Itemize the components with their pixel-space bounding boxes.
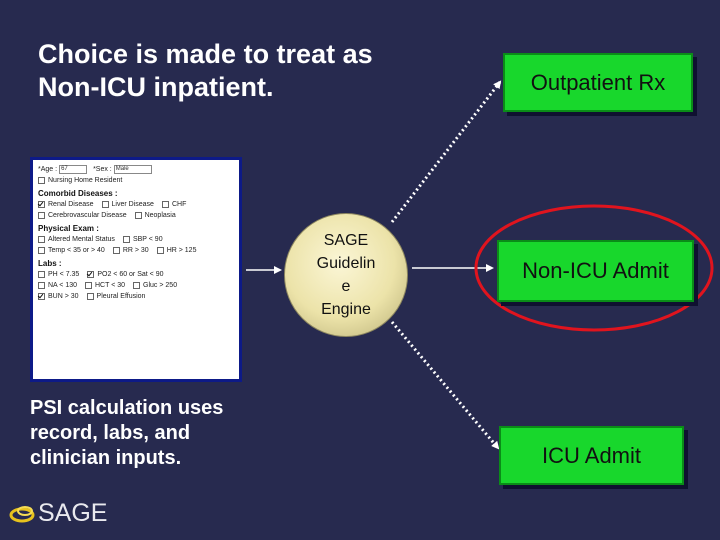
po2-checkbox[interactable] bbox=[87, 271, 95, 278]
outpatient-rx-box: Outpatient Rx bbox=[503, 53, 693, 112]
psi-caption: PSI calculation uses record, labs, and c… bbox=[30, 397, 224, 469]
rr-label: RR > 30 bbox=[122, 246, 149, 254]
sex-select[interactable]: Male bbox=[113, 165, 152, 174]
cerebro-checkbox[interactable] bbox=[38, 212, 45, 219]
pleural-checkbox[interactable] bbox=[86, 293, 94, 300]
selection-highlight-ring bbox=[474, 204, 714, 332]
chf-label: CHF bbox=[171, 200, 187, 208]
labs-row-3: BUN > 30 Pleural Effusion bbox=[38, 291, 234, 302]
exam-row-1: Altered Mental Status SBP < 90 bbox=[38, 234, 234, 245]
age-field[interactable]: 67 bbox=[59, 165, 88, 174]
ph-label: PH < 7.35 bbox=[48, 270, 80, 278]
neoplasia-label: Neoplasia bbox=[144, 211, 176, 219]
temp-checkbox[interactable] bbox=[38, 247, 45, 254]
labs-row-1: PH < 7.35 PO2 < 60 or Sat < 90 bbox=[38, 269, 234, 280]
outpatient-rx-label: Outpatient Rx bbox=[530, 69, 666, 95]
sage-swirl-icon bbox=[9, 506, 35, 523]
po2-label: PO2 < 60 or Sat < 90 bbox=[97, 270, 164, 278]
na-label: NA < 130 bbox=[48, 281, 77, 289]
age-label: *Age : bbox=[38, 165, 58, 173]
temp-label: Temp < 35 or > 40 bbox=[48, 246, 105, 254]
slide-title: Choice is made to treat as Non-ICU inpat… bbox=[38, 39, 373, 102]
liver-checkbox[interactable] bbox=[101, 201, 109, 208]
engine-to-outpatient-arrow bbox=[390, 80, 502, 223]
neoplasia-checkbox[interactable] bbox=[134, 212, 142, 219]
comorbid-heading: Comorbid Diseases : bbox=[38, 188, 118, 198]
non-icu-admit-label: Non-ICU Admit bbox=[522, 258, 669, 283]
nursing-home-checkbox[interactable] bbox=[38, 177, 45, 184]
non-icu-admit-box: Non-ICU Admit bbox=[497, 240, 694, 302]
gluc-checkbox[interactable] bbox=[133, 282, 141, 289]
sbp-label: SBP < 90 bbox=[132, 235, 163, 243]
exam-row-2: Temp < 35 or > 40 RR > 30 HR > 125 bbox=[38, 245, 234, 256]
bun-checkbox[interactable] bbox=[38, 293, 45, 300]
renal-label: Renal Disease bbox=[48, 200, 94, 208]
sage-logo: SAGE bbox=[8, 496, 108, 532]
mental-checkbox[interactable] bbox=[38, 236, 45, 243]
sbp-checkbox[interactable] bbox=[122, 236, 130, 243]
hr-checkbox[interactable] bbox=[156, 247, 164, 254]
rr-checkbox[interactable] bbox=[112, 247, 120, 254]
hct-checkbox[interactable] bbox=[85, 282, 92, 289]
sage-guideline-engine: SAGE Guidelin e Engine bbox=[284, 213, 408, 337]
ph-checkbox[interactable] bbox=[38, 271, 45, 278]
nursing-home-label: Nursing Home Resident bbox=[48, 176, 123, 184]
sage-logo-text: SAGE bbox=[38, 499, 108, 527]
gluc-label: Gluc > 250 bbox=[143, 281, 178, 289]
cerebro-label: Cerebrovascular Disease bbox=[48, 211, 127, 219]
na-checkbox[interactable] bbox=[38, 282, 45, 289]
hct-label: HCT < 30 bbox=[95, 281, 126, 289]
psi-input-form: *Age : 67 *Sex : Male Nursing Home Resid… bbox=[30, 157, 242, 382]
comorbid-row-1: Renal Disease Liver Disease CHF bbox=[38, 199, 234, 210]
sex-label: *Sex : bbox=[93, 165, 112, 173]
engine-to-icu-arrow bbox=[390, 321, 500, 450]
mental-label: Altered Mental Status bbox=[48, 235, 115, 243]
liver-label: Liver Disease bbox=[111, 200, 154, 208]
exam-heading: Physical Exam : bbox=[38, 223, 99, 233]
nursing-home-row: Nursing Home Resident bbox=[38, 175, 234, 186]
chf-checkbox[interactable] bbox=[161, 201, 169, 208]
engine-label: SAGE Guidelin e Engine bbox=[316, 232, 376, 318]
labs-row-2: NA < 130 HCT < 30 Gluc > 250 bbox=[38, 280, 234, 291]
demographics-row: *Age : 67 *Sex : Male bbox=[38, 164, 234, 175]
labs-heading: Labs : bbox=[38, 258, 62, 268]
hr-label: HR > 125 bbox=[166, 246, 197, 254]
renal-checkbox[interactable] bbox=[38, 201, 45, 208]
comorbid-row-2: Cerebrovascular Disease Neoplasia bbox=[38, 210, 234, 221]
bun-label: BUN > 30 bbox=[48, 292, 79, 300]
icu-admit-label: ICU Admit bbox=[541, 442, 642, 468]
pleural-label: Pleural Effusion bbox=[96, 292, 146, 300]
icu-admit-box: ICU Admit bbox=[499, 426, 684, 485]
